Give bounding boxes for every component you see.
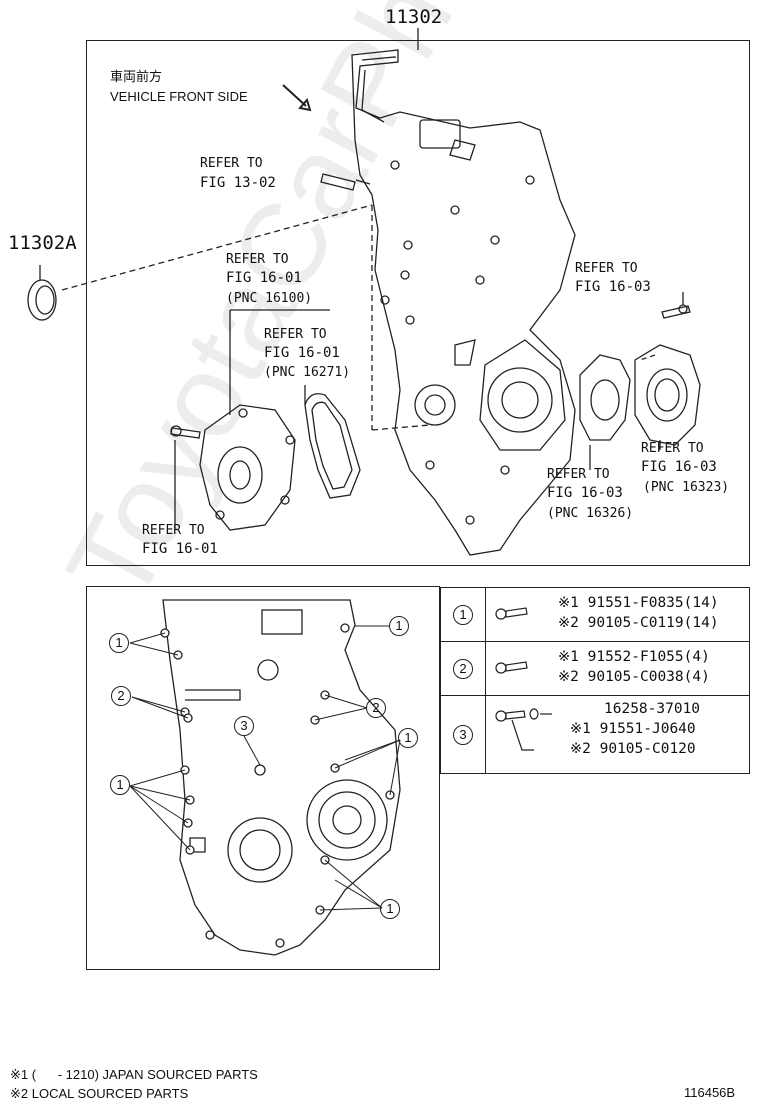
callout-1-top-left[interactable]: 1 bbox=[109, 633, 129, 653]
callout-1-mid-left[interactable]: 1 bbox=[110, 775, 130, 795]
legend-row-2: 2 ※1 91552-F1055(4) ※2 90105-C0038(4) bbox=[440, 641, 750, 696]
legend-part[interactable]: ※2 90105-C0120 bbox=[570, 741, 696, 757]
footnote-japan-sourced: ※1 ( - 1210) JAPAN SOURCED PARTS bbox=[10, 1067, 258, 1082]
figure-code: 116456B bbox=[684, 1085, 736, 1100]
legend-callout-2: 2 bbox=[453, 659, 473, 679]
callout-1-top-right[interactable]: 1 bbox=[389, 616, 409, 636]
stud-bolt-washer-icon bbox=[495, 708, 552, 751]
legend-callout-1: 1 bbox=[453, 605, 473, 625]
callout-1-mid-right[interactable]: 1 bbox=[398, 728, 418, 748]
oil-seal-drawing bbox=[27, 279, 57, 321]
legend-row-1: 1 ※1 91551-F0835(14) ※2 90105-C0119(14) bbox=[440, 587, 750, 642]
callout-1-bottom-right[interactable]: 1 bbox=[380, 899, 400, 919]
bolt-icon bbox=[495, 607, 528, 620]
part-number-11302[interactable]: 11302 bbox=[385, 6, 443, 28]
legend-callout-3: 3 bbox=[453, 725, 473, 745]
legend-part[interactable]: ※1 91552-F1055(4) bbox=[558, 649, 710, 665]
callout-3[interactable]: 3 bbox=[234, 716, 254, 736]
legend-part[interactable]: ※2 90105-C0119(14) bbox=[558, 615, 719, 631]
legend-part[interactable]: 16258-37010 bbox=[604, 701, 701, 717]
callout-2-right[interactable]: 2 bbox=[366, 698, 386, 718]
bolt-legend-table: 1 ※1 91551-F0835(14) ※2 90105-C0119(14) … bbox=[440, 587, 750, 774]
callout-2-left[interactable]: 2 bbox=[111, 686, 131, 706]
legend-row-3: 3 16258-37010 ※1 91551-J0640 ※2 90105-C0… bbox=[440, 695, 750, 774]
bolt-location-frame bbox=[86, 586, 440, 970]
legend-part[interactable]: ※1 91551-J0640 bbox=[570, 721, 696, 737]
footnote-local-sourced: ※2 LOCAL SOURCED PARTS bbox=[10, 1086, 189, 1101]
part-number-11302a[interactable]: 11302A bbox=[8, 232, 77, 254]
flange-bolt-icon bbox=[495, 661, 528, 674]
legend-part[interactable]: ※2 90105-C0038(4) bbox=[558, 669, 710, 685]
legend-part[interactable]: ※1 91551-F0835(14) bbox=[558, 595, 719, 611]
direction-en: VEHICLE FRONT SIDE bbox=[110, 89, 248, 104]
direction-jp: 車両前方 bbox=[110, 69, 163, 84]
